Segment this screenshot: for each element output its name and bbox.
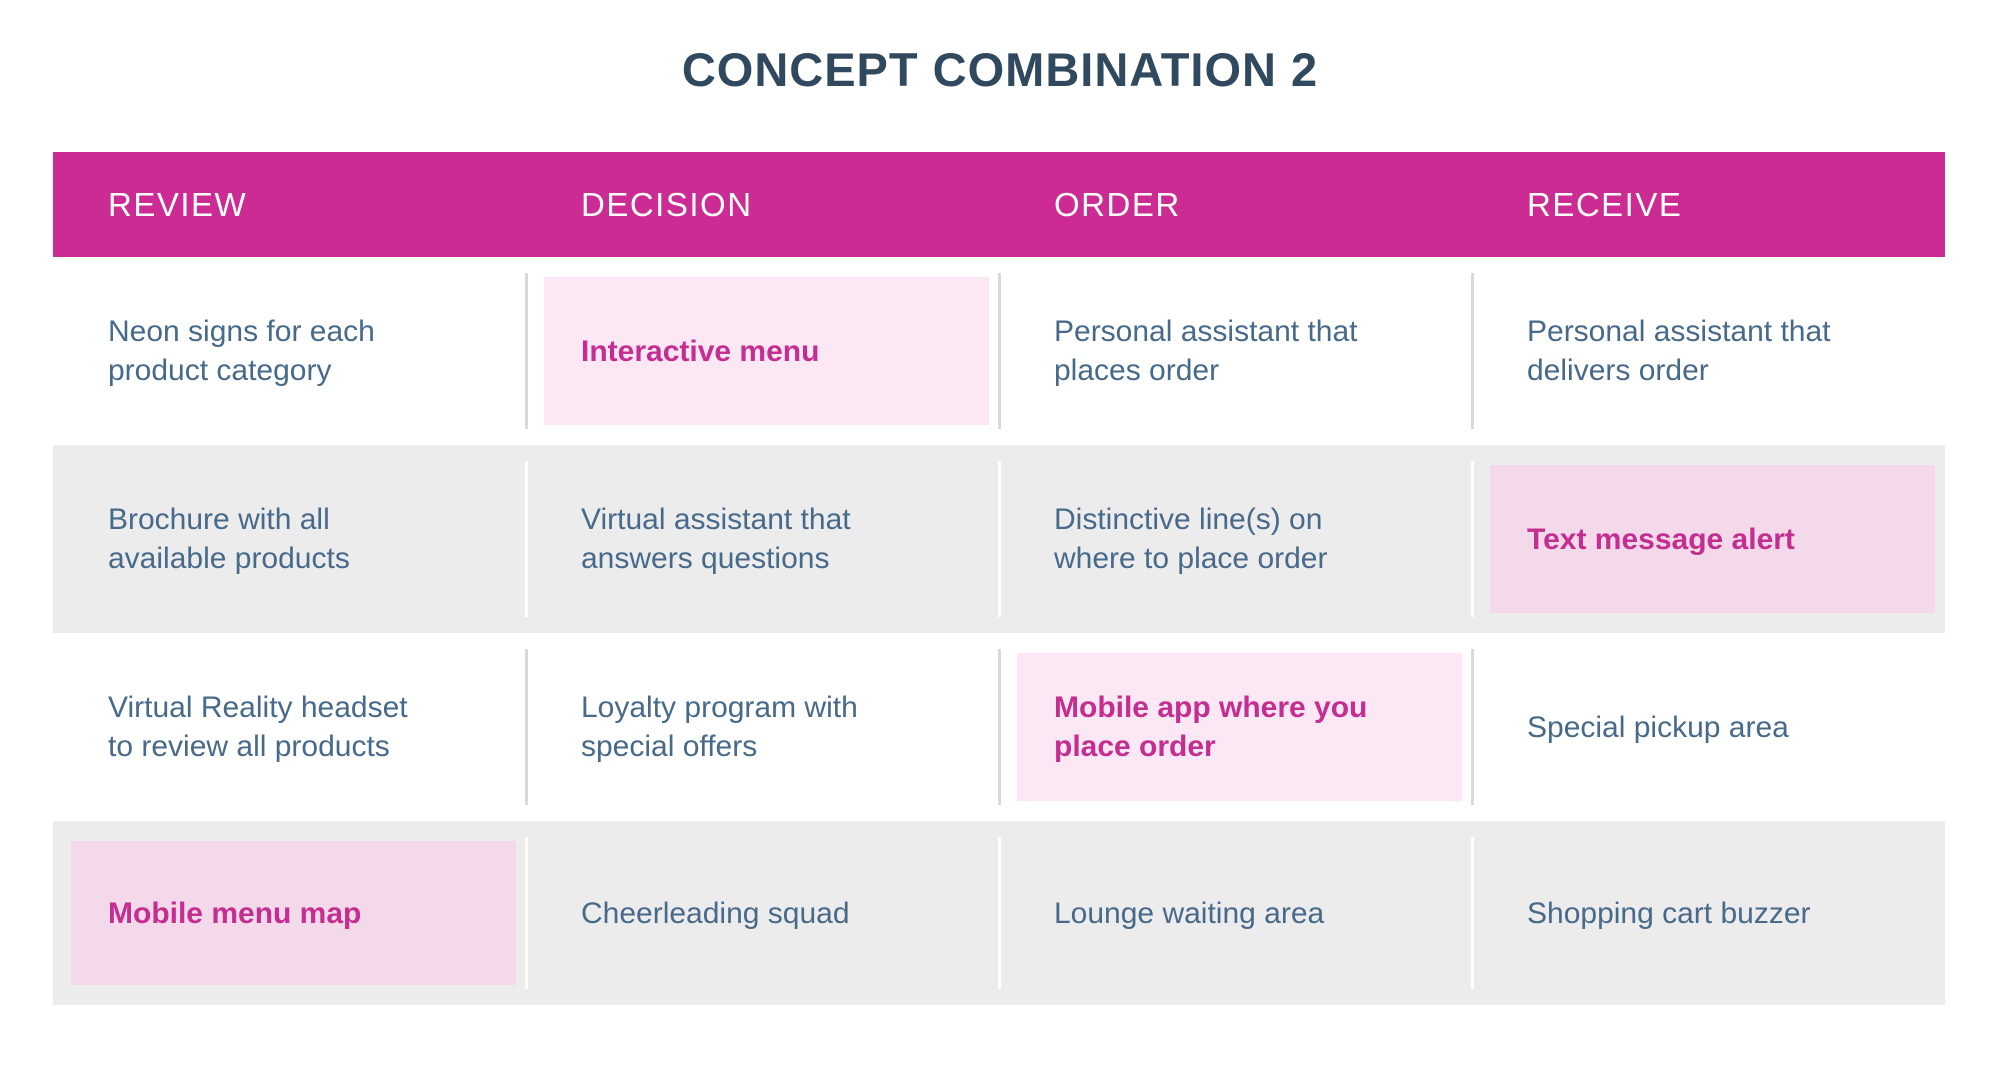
highlight-box	[1490, 465, 1935, 613]
cell-text: Lounge waiting area	[1054, 896, 1325, 930]
column-divider	[1471, 273, 1474, 429]
concept-table: REVIEW DECISION ORDER RECEIVE Neon signs…	[53, 152, 1945, 1005]
cell-text: Virtual Reality headset to review all pr…	[108, 691, 408, 763]
table-cell: Brochure with all available products	[53, 445, 526, 633]
column-divider	[998, 273, 1001, 429]
cell-text: Interactive menu	[581, 334, 820, 368]
column-header-label: REVIEW	[108, 185, 248, 223]
column-divider	[525, 649, 528, 805]
table-body: Neon signs for each product category Inte…	[53, 257, 1945, 1005]
cell-text: Text message alert	[1527, 522, 1795, 556]
table-cell: Virtual Reality headset to review all pr…	[53, 633, 526, 821]
cell-text: Mobile app where you place order	[1054, 691, 1368, 763]
column-divider	[1471, 649, 1474, 805]
column-header-review: REVIEW	[53, 152, 526, 257]
cell-text: Loyalty program with special offers	[581, 691, 858, 763]
cell-text: Virtual assistant that answers questions	[581, 503, 851, 575]
cell-text: Personal assistant that delivers order	[1527, 315, 1831, 387]
table-cell: Distinctive line(s) on where to place or…	[998, 445, 1472, 633]
table-cell: Text message alert	[1471, 445, 1945, 633]
page-title: CONCEPT COMBINATION 2	[681, 43, 1319, 96]
column-divider	[525, 461, 528, 617]
table-cell: Personal assistant that delivers order	[1471, 257, 1945, 445]
cell-text: Neon signs for each product category	[108, 315, 375, 387]
column-divider	[525, 837, 528, 989]
column-divider	[998, 461, 1001, 617]
column-header-label: RECEIVE	[1527, 185, 1683, 223]
table-cell: Personal assistant that places order	[998, 257, 1472, 445]
column-divider	[1471, 837, 1474, 989]
column-header-decision: DECISION	[526, 152, 999, 257]
cell-text: Cheerleading squad	[581, 896, 850, 930]
cell-text: Distinctive line(s) on where to place or…	[1054, 503, 1328, 575]
table-cell: Neon signs for each product category	[53, 257, 526, 445]
table-cell: Interactive menu	[525, 257, 999, 445]
table-row: Brochure with all available products Virt…	[53, 445, 1945, 633]
table-row: Mobile menu map Cheerleading squad Lounge …	[53, 821, 1945, 1005]
highlight-box	[1017, 653, 1462, 801]
cell-text: Shopping cart buzzer	[1527, 896, 1811, 930]
table-header-row: REVIEW DECISION ORDER RECEIVE	[53, 152, 1945, 257]
cell-text: Brochure with all available products	[108, 503, 350, 575]
cell-text: Mobile menu map	[108, 896, 362, 930]
column-header-receive: RECEIVE	[1472, 152, 1945, 257]
column-divider	[1471, 461, 1474, 617]
column-divider	[525, 273, 528, 429]
table-cell: Cheerleading squad	[525, 821, 999, 1005]
table-cell: Mobile app where you place order	[998, 633, 1472, 821]
table-row: Neon signs for each product category Inte…	[53, 257, 1945, 445]
table-cell: Loyalty program with special offers	[525, 633, 999, 821]
column-header-order: ORDER	[999, 152, 1472, 257]
column-header-label: DECISION	[581, 185, 753, 223]
column-divider	[998, 649, 1001, 805]
table-cell: Virtual assistant that answers questions	[525, 445, 999, 633]
table-cell: Shopping cart buzzer	[1471, 821, 1945, 1005]
highlight-box	[71, 841, 516, 985]
table-row: Virtual Reality headset to review all pr…	[53, 633, 1945, 821]
table-cell: Lounge waiting area	[998, 821, 1472, 1005]
cell-text: Personal assistant that places order	[1054, 315, 1358, 387]
highlight-box	[544, 277, 989, 425]
table-cell: Special pickup area	[1471, 633, 1945, 821]
column-divider	[998, 837, 1001, 989]
cell-text: Special pickup area	[1527, 710, 1789, 744]
table-cell: Mobile menu map	[53, 821, 526, 1005]
column-header-label: ORDER	[1054, 185, 1181, 223]
